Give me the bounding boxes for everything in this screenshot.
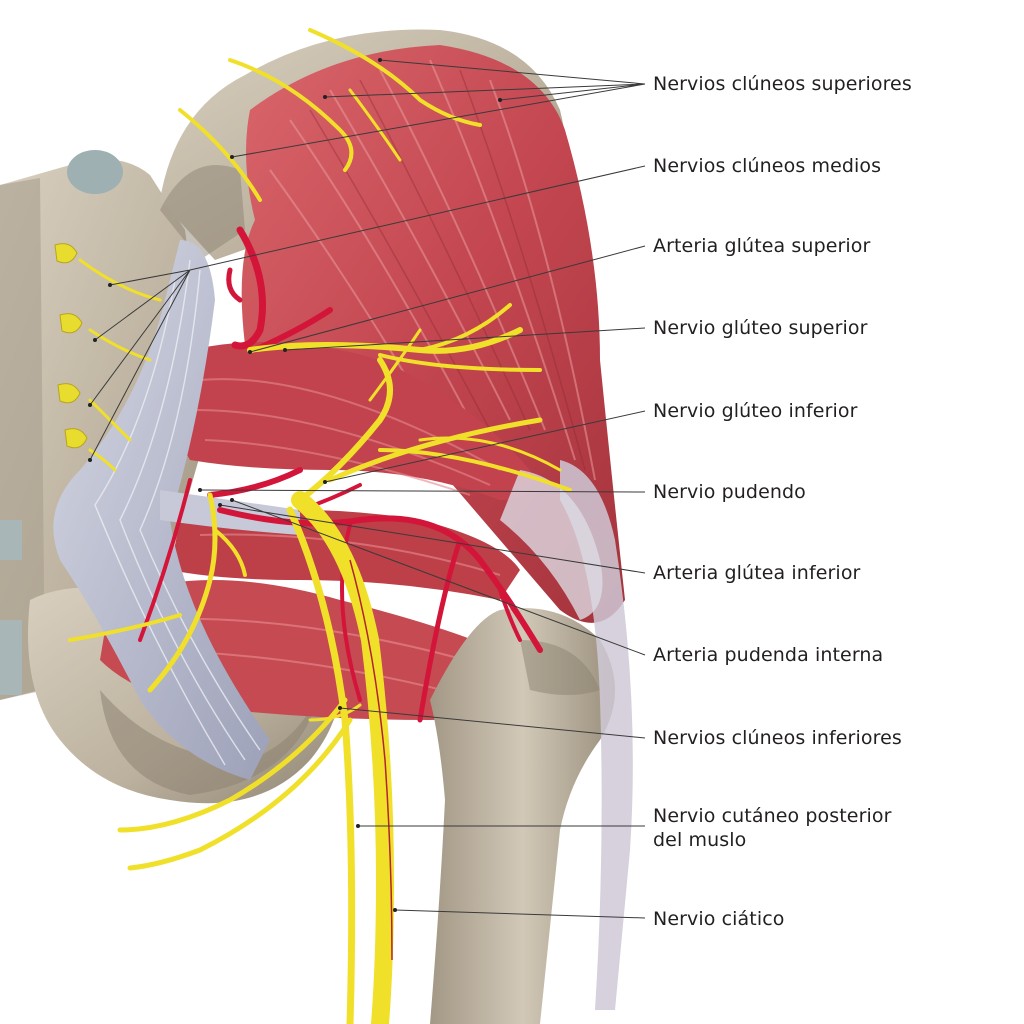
label-arteria-glutea-superior: Arteria glútea superior [653,235,871,257]
nerves [68,28,572,1024]
leader-line-nervios-cluneos-medios [89,165,646,461]
leader-lines [89,59,646,919]
label-nervios-cluneos-superiores: Nervios clúneos superiores [653,73,912,95]
leader-line-nervios-cluneos-inferiores [339,707,646,739]
leader-line-nervio-gluteo-inferior [324,410,646,483]
label-nervio-gluteo-inferior: Nervio glúteo inferior [653,400,858,422]
label-nervios-cluneos-inferiores: Nervios clúneos inferiores [653,727,902,749]
leader-line-arteria-pudenda-interna [231,499,646,656]
leader-line-nervio-gluteo-superior [284,327,646,351]
label-nervio-cutaneo-posterior-line2: del muslo [653,829,747,851]
leader-line-nervio-pudendo [199,489,646,493]
label-nervios-cluneos-medios: Nervios clúneos medios [653,155,882,177]
label-nervio-cutaneo-posterior: Nervio cutáneo posterior del muslo [653,804,892,852]
label-nervio-gluteo-superior: Nervio glúteo superior [653,317,868,339]
leader-line-arteria-glutea-superior [249,245,646,353]
label-arteria-pudenda-interna: Arteria pudenda interna [653,644,884,666]
leader-line-arteria-glutea-inferior [219,504,646,574]
label-arteria-glutea-inferior: Arteria glútea inferior [653,562,861,584]
label-nervio-ciatico: Nervio ciático [653,908,785,930]
leader-line-nervios-cluneos-superiores [231,59,646,158]
iliotibial-tract [500,460,633,1010]
leader-dots [88,58,502,912]
sciatic-vasa-nervorum [349,559,393,961]
femur [430,608,615,1024]
label-nervio-pudendo: Nervio pudendo [653,481,806,503]
leader-line-nervio-ciatico [394,909,646,919]
label-nervio-cutaneo-posterior-line1: Nervio cutáneo posterior [653,805,892,827]
piriformis-muscle [177,342,532,500]
